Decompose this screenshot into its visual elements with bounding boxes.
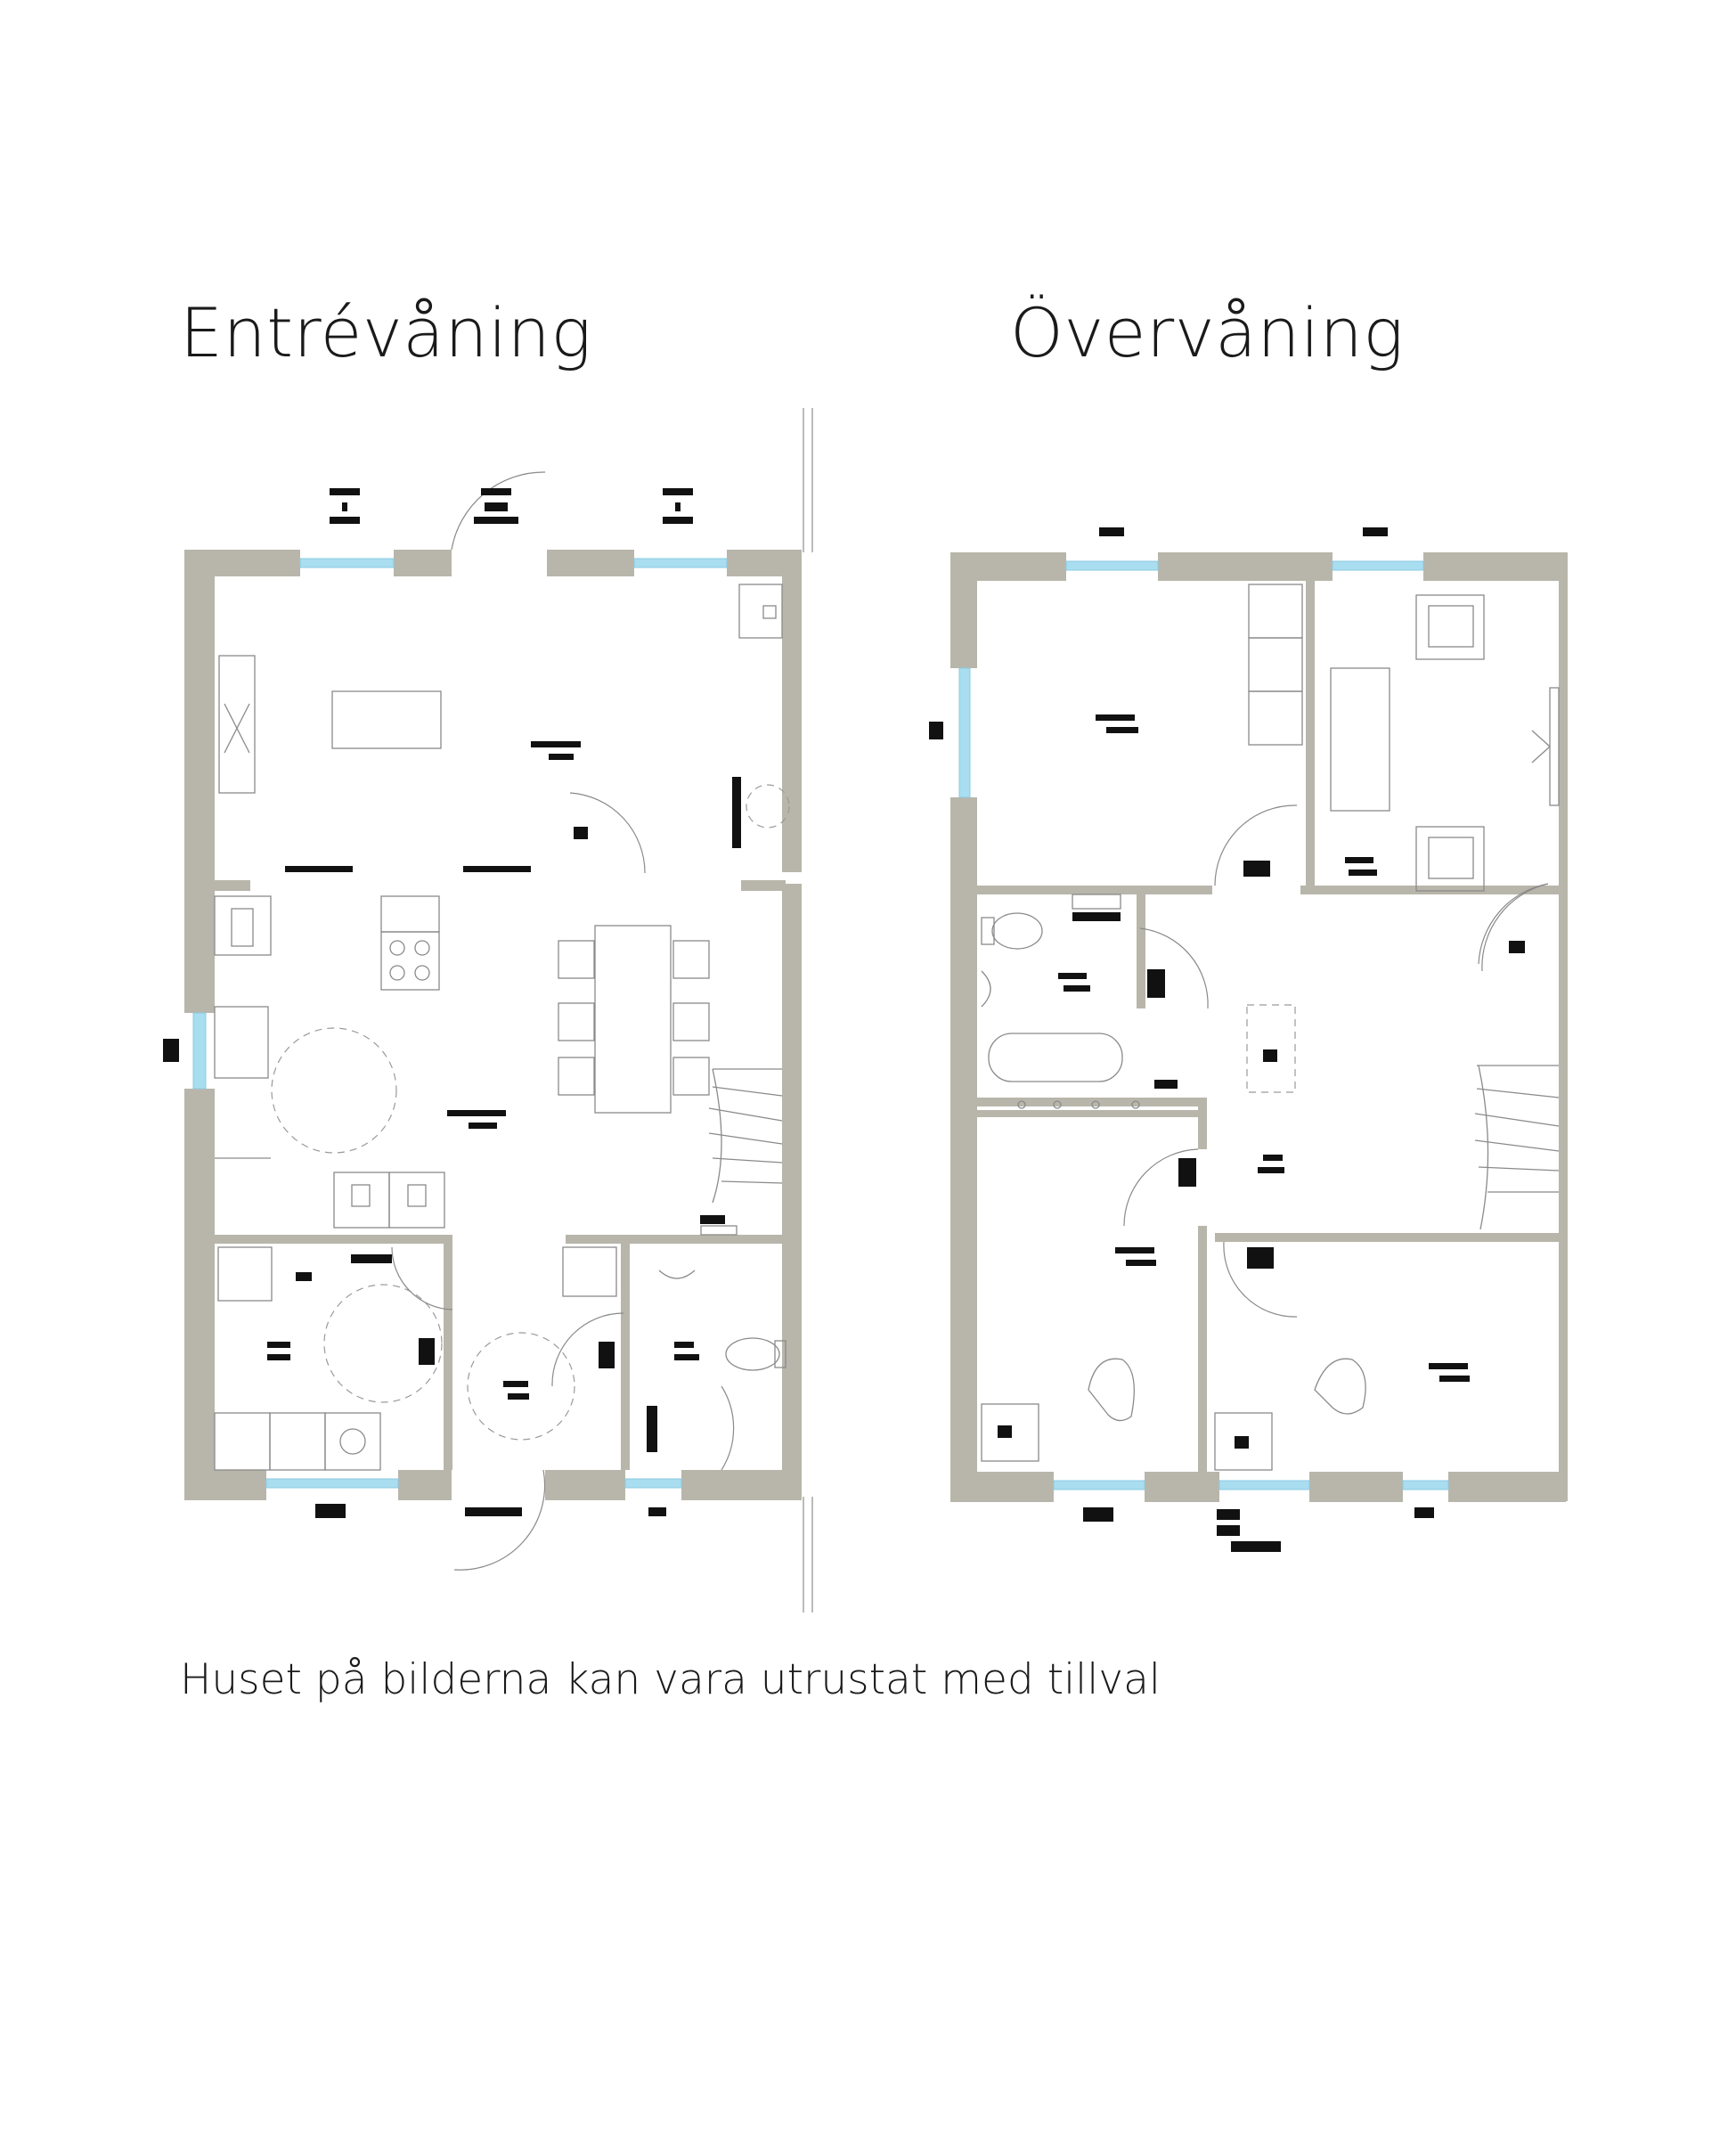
- entry-furniture: [214, 584, 790, 1471]
- upper-floor-plan: [929, 527, 1568, 1552]
- upper-exterior-walls: [950, 552, 1568, 1502]
- upper-room-labels: [929, 527, 1525, 1552]
- entry-floor-plan: [163, 471, 802, 1571]
- options-disclaimer: Huset på bilderna kan vara utrustat med …: [180, 1655, 1161, 1704]
- entry-interior-walls: [215, 880, 786, 1470]
- plan-divider: [803, 408, 813, 1613]
- upper-windows: [958, 560, 1449, 1490]
- entry-windows: [192, 558, 728, 1489]
- upper-interior-walls: [977, 581, 1559, 1472]
- entry-exterior-walls: [184, 550, 802, 1500]
- upper-floor-title: Övervåning: [1010, 293, 1405, 372]
- entry-floor-title: Entrévåning: [180, 293, 592, 372]
- upper-furniture: [981, 584, 1560, 1471]
- upper-doors: [1123, 804, 1549, 1318]
- entry-doors: [391, 471, 735, 1571]
- entry-room-labels: [163, 488, 741, 1518]
